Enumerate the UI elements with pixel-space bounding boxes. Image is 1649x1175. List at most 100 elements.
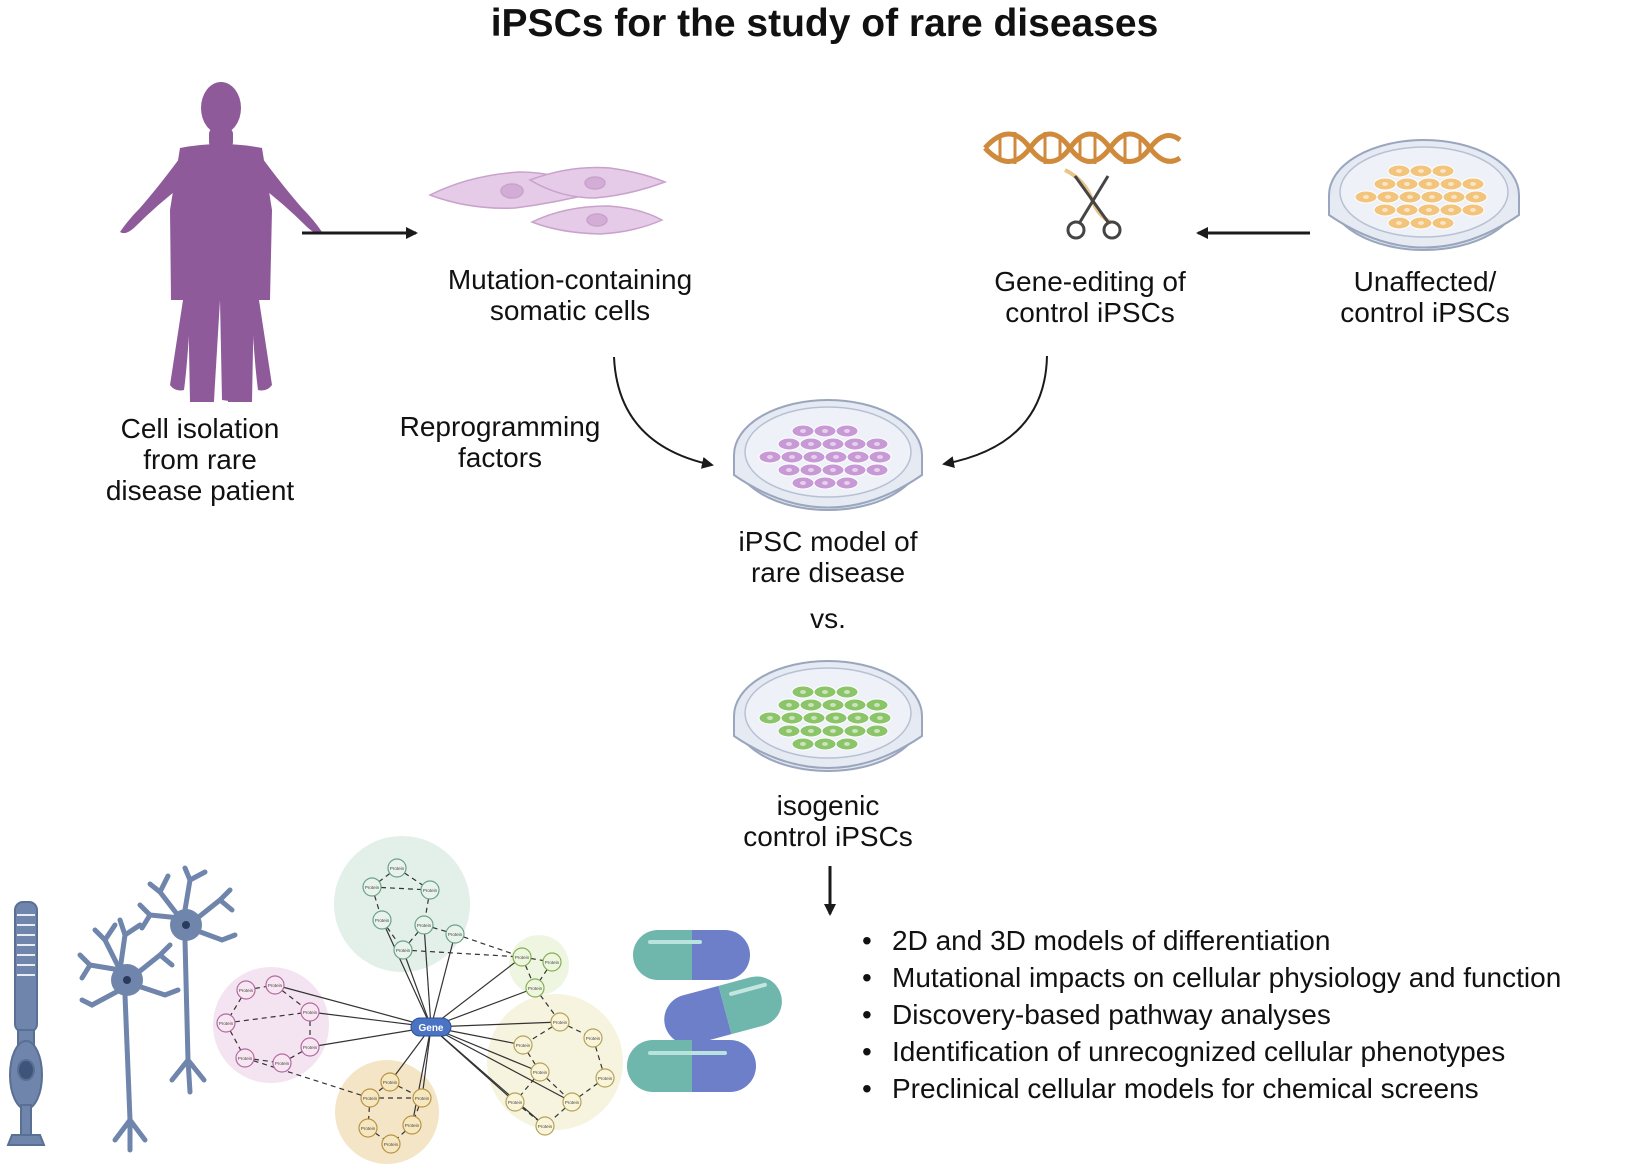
cell-nucleus	[855, 716, 861, 720]
cell-nucleus	[1470, 208, 1476, 212]
capsule-icon-middle	[664, 976, 782, 1045]
cell-nucleus	[877, 455, 883, 459]
protein-node-label: Protein	[598, 1076, 613, 1081]
cell-nucleus	[789, 455, 795, 459]
unaffected-cells	[1354, 164, 1488, 230]
protein-node-label: Protein	[390, 866, 405, 871]
label-line: disease patient	[105, 475, 295, 506]
label-line: Mutation-containing	[447, 264, 693, 295]
protein-node-label: Protein	[365, 885, 380, 890]
cell-nucleus	[811, 716, 817, 720]
cell-nucleus	[852, 729, 858, 733]
cell-nucleus	[808, 442, 814, 446]
cell-nucleus	[855, 455, 861, 459]
edge	[430, 1026, 573, 1103]
edge	[430, 1026, 546, 1127]
edge	[225, 989, 247, 1024]
cell-nucleus	[874, 703, 880, 707]
cell-nucleus	[1404, 182, 1410, 186]
protein-node	[236, 980, 256, 1000]
protein-node-label: Protein	[384, 1142, 399, 1147]
cell-nucleus	[808, 703, 814, 707]
protein-node	[542, 952, 562, 972]
protein-node	[358, 1118, 378, 1138]
protein-node	[512, 947, 532, 967]
cell-nucleus	[844, 481, 850, 485]
protein-node	[535, 1116, 555, 1136]
cell-nucleus	[833, 716, 839, 720]
cell-nucleus	[1382, 208, 1388, 212]
dna-scissors-icon	[983, 131, 1182, 240]
label-line: iPSC model of	[738, 526, 918, 557]
cell-nucleus	[1418, 169, 1424, 173]
cell-nucleus	[1448, 208, 1454, 212]
edge	[402, 949, 432, 1028]
protein-node	[235, 1048, 255, 1068]
gene-hub: Gene	[410, 1017, 452, 1037]
applications-list: 2D and 3D models of differentiation Muta…	[862, 922, 1561, 1107]
protein-node	[272, 1053, 292, 1073]
cell-nucleus	[800, 690, 806, 694]
cell-nucleus	[1448, 182, 1454, 186]
protein-node	[412, 1088, 432, 1108]
cell-nucleus	[830, 442, 836, 446]
arrow-editing-to-ipsc	[942, 355, 1048, 469]
protein-node-label: Protein	[545, 960, 560, 965]
cell-nucleus	[1470, 182, 1476, 186]
edge	[592, 1037, 606, 1079]
cell-nucleus	[800, 742, 806, 746]
protein-node-label: Protein	[238, 1056, 253, 1061]
neuron-icon	[77, 865, 238, 1153]
cell-nucleus	[1451, 195, 1457, 199]
edge	[423, 924, 432, 1028]
protein-node-label: Protein	[303, 1010, 318, 1015]
protein-node	[505, 1092, 525, 1112]
protein-node-label: Protein	[375, 918, 390, 923]
photoreceptor-icon	[6, 901, 46, 1146]
protein-node-label: Protein	[268, 983, 283, 988]
protein-node-label: Protein	[423, 888, 438, 893]
control-cells	[758, 685, 892, 751]
protein-node	[420, 880, 440, 900]
protein-node-label: Protein	[516, 1043, 531, 1048]
protein-node	[387, 858, 407, 878]
unaffected-dish-icon	[1328, 139, 1520, 251]
cell-nucleus	[822, 429, 828, 433]
cell-nucleus	[808, 468, 814, 472]
edge	[402, 949, 523, 958]
cell-nucleus	[1426, 182, 1432, 186]
edge	[274, 984, 432, 1028]
protein-node	[362, 877, 382, 897]
page-title: iPSCs for the study of rare diseases	[490, 2, 1159, 45]
cell-nucleus	[786, 703, 792, 707]
cell-nucleus	[844, 742, 850, 746]
protein-node-label: Protein	[448, 932, 463, 937]
cell-nucleus	[874, 468, 880, 472]
cell-nucleus	[1426, 208, 1432, 212]
cell-nucleus	[800, 481, 806, 485]
protein-node-label: Protein	[405, 1123, 420, 1128]
cell-nucleus	[874, 729, 880, 733]
label-patient: Cell isolation from rare disease patient	[60, 413, 340, 506]
label-vs: vs.	[810, 603, 846, 634]
gene-hub-label: Gene	[418, 1023, 443, 1034]
protein-node-label: Protein	[363, 1096, 378, 1101]
cell-nucleus	[1363, 195, 1369, 199]
cell-nucleus	[830, 468, 836, 472]
label-gene-editing: Gene-editing of control iPSCs	[940, 266, 1240, 328]
protein-node-label: Protein	[219, 1021, 234, 1026]
protein-node	[595, 1068, 615, 1088]
protein-node-label: Protein	[528, 986, 543, 991]
protein-node-label: Protein	[417, 923, 432, 928]
edge	[514, 1101, 546, 1127]
cell-nucleus	[808, 729, 814, 733]
label-line: from rare	[143, 444, 257, 475]
protein-node-label: Protein	[553, 1020, 568, 1025]
cell-nucleus	[844, 429, 850, 433]
protein-node	[562, 1092, 582, 1112]
cell-nucleus	[852, 442, 858, 446]
edge	[534, 987, 561, 1023]
label-line: Reprogramming	[399, 411, 601, 442]
list-item: 2D and 3D models of differentiation	[862, 922, 1561, 959]
